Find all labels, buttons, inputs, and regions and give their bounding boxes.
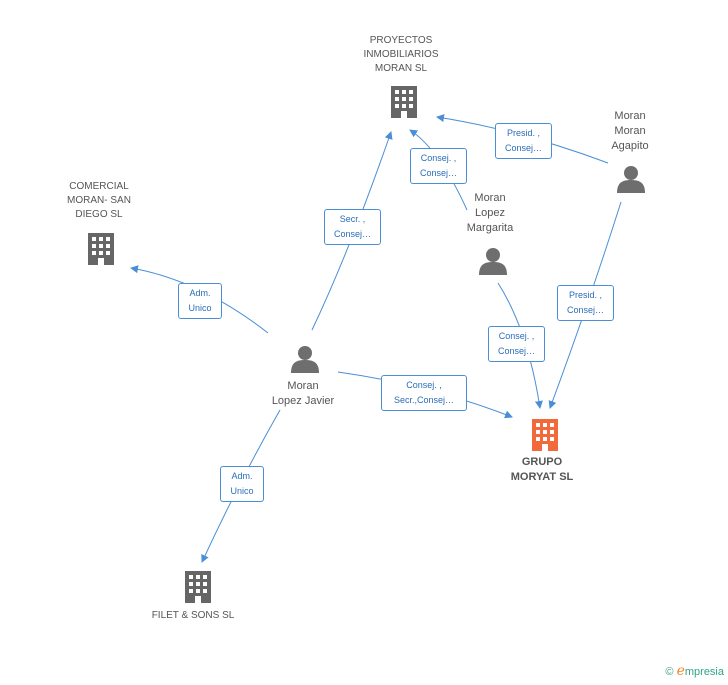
edge-label-secr-consej[interactable]: Secr. , Consej… — [324, 209, 381, 245]
node-moran-moran-agapito[interactable]: Moran Moran Agapito — [611, 110, 649, 152]
node-grupo-moryat[interactable]: GRUPO MORYAT SL — [510, 456, 574, 483]
node-moran-lopez-margarita[interactable]: Moran Lopez Margarita — [466, 192, 514, 234]
building-icon — [391, 86, 417, 118]
edge-label-adm-unico[interactable]: Adm. Unico — [178, 283, 222, 319]
copyright-icon: © — [665, 666, 674, 678]
node-moran-lopez-javier[interactable]: Moran Lopez Javier — [271, 380, 335, 407]
building-icon — [532, 419, 558, 451]
node-filet-sons[interactable]: FILET & SONS SL — [151, 610, 235, 621]
brand-name: mpresia — [684, 666, 724, 678]
edge-label-adm-unico[interactable]: Adm. Unico — [220, 466, 264, 502]
node-proyectos-inmobiliarios[interactable]: PROYECTOS INMOBILIARIOS MORAN SL — [363, 35, 439, 74]
edge-label-presid-consej[interactable]: Presid. , Consej… — [557, 285, 614, 321]
edge-label-consej-consej[interactable]: Consej. , Consej… — [488, 326, 545, 362]
brand-e: e — [676, 663, 685, 679]
building-icon — [88, 233, 114, 265]
edge-label-consej-consej[interactable]: Consej. , Consej… — [410, 148, 467, 184]
building-icon — [185, 571, 211, 603]
node-comercial-moran[interactable]: COMERCIAL MORAN- SAN DIEGO SL — [67, 181, 131, 220]
person-icon — [479, 248, 507, 275]
person-icon — [617, 166, 645, 193]
person-icon — [291, 346, 319, 373]
empresia-brand: © empresia — [665, 663, 724, 679]
edge-label-consej-secr-consej[interactable]: Consej. , Secr.,Consej… — [381, 375, 467, 411]
edge-label-presid-consej[interactable]: Presid. , Consej… — [495, 123, 552, 159]
